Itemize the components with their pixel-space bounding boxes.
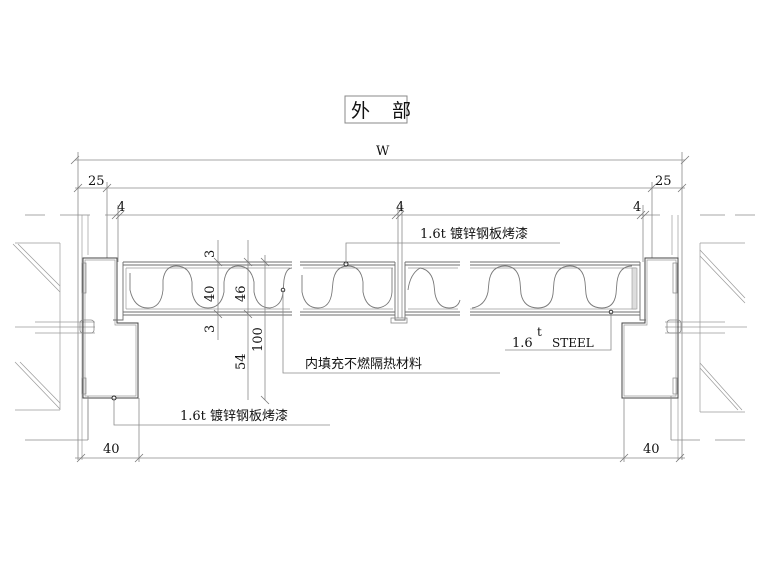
callout-top-skin-label: 1.6t 镀锌钢板烤漆 — [420, 226, 528, 242]
right-wall — [665, 215, 747, 460]
dimension-frame-right-40: 40 — [643, 442, 660, 457]
insulation-core — [129, 261, 633, 315]
callout-infill-label: 内填充不燃隔热材料 — [305, 356, 422, 372]
dimension-gap-right-4: 4 — [633, 200, 641, 215]
title-box: 外 部 — [344, 95, 419, 124]
callout-infill: 内填充不燃隔热材料 — [282, 290, 500, 374]
dimension-offsets: 25 25 — [73, 174, 687, 258]
callout-frame-skin: 1.6t 镀锌钢板烤漆 — [113, 398, 330, 426]
thickness-dimensions: 3 40 46 3 100 54 — [203, 240, 270, 405]
right-frame — [621, 257, 682, 399]
dimension-frame-54: 54 — [234, 353, 249, 370]
dimension-gaps: 4 4 4 — [25, 200, 755, 318]
title-label: 外 部 — [351, 100, 419, 122]
callout-steel: 1.6 t STEEL — [505, 312, 612, 351]
dimension-gap-left-4: 4 — [117, 200, 125, 215]
dimension-left-25: 25 — [88, 174, 105, 189]
door-panel-skins — [113, 261, 646, 324]
callout-steel-suffix: STEEL — [552, 336, 594, 350]
dimension-right-25: 25 — [655, 174, 672, 189]
dimension-frame-100: 100 — [251, 327, 266, 352]
dimension-gap-center-4: 4 — [396, 200, 404, 215]
dimension-skin-top-3: 3 — [203, 250, 218, 258]
dimension-overall-width: W — [70, 144, 690, 460]
left-frame — [79, 257, 139, 401]
dimension-panel-46: 46 — [234, 285, 249, 302]
callout-steel-prefix: 1.6 — [512, 336, 533, 351]
callout-top-skin: 1.6t 镀锌钢板烤漆 — [345, 226, 560, 264]
dimension-w-label: W — [376, 144, 390, 159]
dimension-core-40: 40 — [203, 285, 218, 302]
dimension-skin-bottom-3: 3 — [203, 325, 218, 333]
dimension-frame-widths: 40 40 — [25, 396, 745, 463]
dimension-frame-left-40: 40 — [103, 442, 120, 457]
callout-frame-skin-label: 1.6t 镀锌钢板烤漆 — [180, 408, 288, 424]
callout-steel-sup: t — [537, 325, 542, 339]
left-wall — [12, 215, 95, 460]
